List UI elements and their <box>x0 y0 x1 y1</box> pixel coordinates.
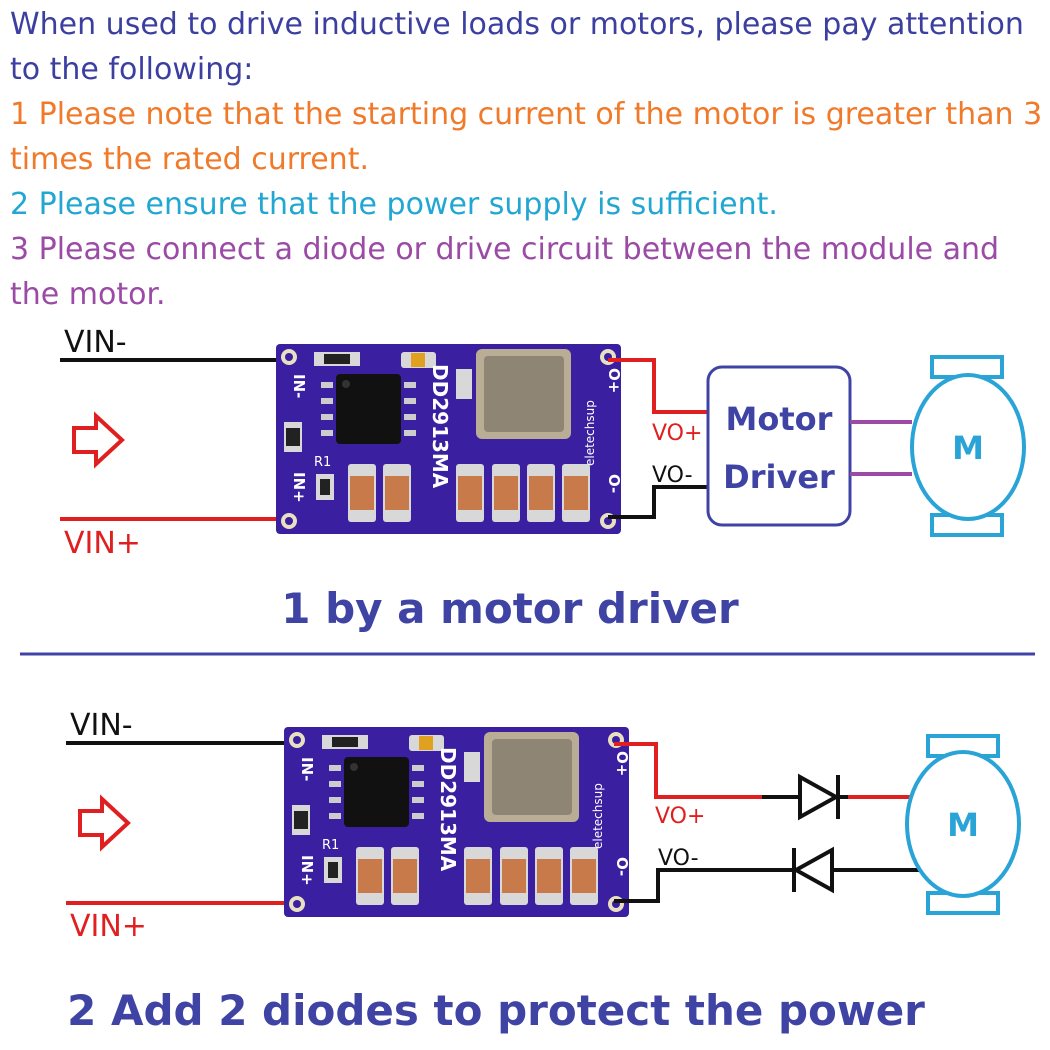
diode-icon-1 <box>798 773 840 821</box>
diode-icon-2 <box>792 846 834 894</box>
label-vo-plus: VO+ <box>652 421 702 446</box>
motor-driver-label-1: Motor <box>726 400 833 438</box>
pin-in-minus: IN- <box>290 374 308 398</box>
converter-module: DD2913MA eletechsup IN- IN+ O+ O- R1 <box>276 344 623 534</box>
resistor-label-2: R1 <box>322 838 339 853</box>
pin-out-plus-2: O+ <box>613 751 631 776</box>
converter-module-2: DD2913MA eletechsup IN- IN+ O+ O- R1 <box>284 727 631 917</box>
pin-in-plus-2: IN+ <box>298 855 316 886</box>
caption-1: 1 by a motor driver <box>281 584 739 633</box>
motor-driver-label-2: Driver <box>723 458 835 496</box>
diagram-1: VIN- VIN+ DD2913MA eletechsup IN- IN+ O+… <box>60 325 1026 633</box>
label-vo-plus-2: VO+ <box>655 804 705 829</box>
wire-vo-minus-2 <box>614 868 794 903</box>
input-arrow-icon <box>72 414 124 466</box>
diagram-2: VIN- VIN+ DD2913MA eletechsup IN- IN+ O+… <box>66 708 1021 1035</box>
module-chip-label-2: DD2913MA <box>436 747 460 872</box>
input-arrow-icon-2 <box>78 797 130 849</box>
motor-icon: M <box>910 355 1026 537</box>
label-vin-plus-2: VIN+ <box>70 909 147 944</box>
note-item-1: 1 Please note that the starting current … <box>10 97 1043 177</box>
instruction-notes: When used to drive inductive loads or mo… <box>10 2 1045 317</box>
note-item-2: 2 Please ensure that the power supply is… <box>10 187 778 222</box>
wire-vo-plus-2 <box>614 742 762 799</box>
label-vin-minus-2: VIN- <box>70 708 133 743</box>
pin-out-minus-2: O- <box>613 857 631 876</box>
module-brand-2: eletechsup <box>591 783 605 849</box>
pin-in-plus: IN+ <box>290 472 308 503</box>
wire-vo-minus <box>608 485 712 519</box>
note-item-3: 3 Please connect a diode or drive circui… <box>10 232 1000 312</box>
label-vin-minus: VIN- <box>64 325 127 360</box>
label-vo-minus: VO- <box>652 463 693 488</box>
motor-driver-box <box>706 365 852 527</box>
label-vo-minus-2: VO- <box>658 846 699 871</box>
module-brand: eletechsup <box>583 400 597 466</box>
motor-label-2: M <box>947 806 979 844</box>
label-vin-plus: VIN+ <box>64 526 141 561</box>
caption-2: 2 Add 2 diodes to protect the power <box>67 986 925 1035</box>
resistor-label: R1 <box>314 455 331 470</box>
motor-icon-2: M <box>905 734 1021 915</box>
motor-label: M <box>952 429 984 467</box>
pin-out-minus: O- <box>605 474 623 493</box>
pin-in-minus-2: IN- <box>298 757 316 781</box>
notes-intro: When used to drive inductive loads or mo… <box>10 7 1024 87</box>
pin-out-plus: O+ <box>605 368 623 393</box>
module-chip-label: DD2913MA <box>428 364 452 489</box>
wire-vo-plus <box>608 358 712 414</box>
